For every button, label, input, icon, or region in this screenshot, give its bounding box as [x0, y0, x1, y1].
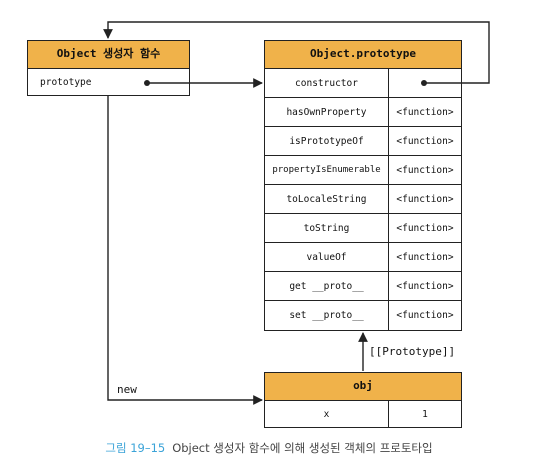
- prototype-row-key: isPrototypeOf: [265, 127, 389, 155]
- prototype-row-constructor: constructor: [265, 69, 461, 98]
- obj-row-key: x: [265, 401, 389, 427]
- object-prototype-box: Object.prototype constructor hasOwnPrope…: [264, 40, 462, 331]
- obj-box-title: obj: [265, 373, 461, 401]
- prototype-row-key: toString: [265, 214, 389, 242]
- prototype-row-key: valueOf: [265, 243, 389, 271]
- prototype-row-key: constructor: [265, 69, 389, 97]
- prototype-row-value: <function>: [396, 222, 454, 234]
- figure-caption: 그림 19–15 Object 생성자 함수에 의해 생성된 객체의 프로토타입: [0, 440, 538, 456]
- prototype-link-label: [[Prototype]]: [369, 345, 456, 358]
- obj-row-value: 1: [422, 408, 428, 420]
- prototype-row-value: <function>: [396, 135, 454, 147]
- prototype-row-set-proto: set __proto__ <function>: [265, 301, 461, 330]
- figure-caption-text: Object 생성자 함수에 의해 생성된 객체의 프로토타입: [172, 441, 433, 455]
- obj-rows: x 1: [265, 401, 461, 427]
- constructor-prototype-property: prototype: [40, 76, 92, 88]
- new-label: new: [117, 383, 137, 396]
- obj-box: obj x 1: [264, 372, 462, 428]
- prototype-row-get-proto: get __proto__ <function>: [265, 272, 461, 301]
- prototype-row-key: toLocaleString: [265, 185, 389, 213]
- prototype-row-value: <function>: [396, 310, 454, 321]
- constructor-box-title: Object 생성자 함수: [28, 41, 189, 69]
- prototype-row-value: <function>: [396, 164, 454, 176]
- prototype-row-value: <function>: [396, 251, 454, 263]
- prototype-row-value: <function>: [396, 193, 454, 205]
- object-prototype-rows: constructor hasOwnProperty <function> is…: [265, 69, 461, 330]
- prototype-row-key: propertyIsEnumerable: [265, 156, 389, 184]
- prototype-row-valueof: valueOf <function>: [265, 243, 461, 272]
- prototype-row-isprototypeof: isPrototypeOf <function>: [265, 127, 461, 156]
- obj-row-x: x 1: [265, 401, 461, 427]
- prototype-row-tostring: toString <function>: [265, 214, 461, 243]
- figure-number: 그림 19–15: [105, 441, 166, 455]
- prototype-row-value: <function>: [396, 280, 454, 292]
- prototype-row-key: set __proto__: [265, 301, 389, 330]
- prototype-row-value: <function>: [396, 106, 454, 118]
- prototype-row-propertyisenumerable: propertyIsEnumerable <function>: [265, 156, 461, 185]
- prototype-row-tolocalestring: toLocaleString <function>: [265, 185, 461, 214]
- prototype-row-hasownproperty: hasOwnProperty <function>: [265, 98, 461, 127]
- prototype-property-arrow: [144, 78, 263, 88]
- constructor-back-arrow: [103, 21, 490, 86]
- prototype-row-key: hasOwnProperty: [265, 98, 389, 126]
- constructor-box: Object 생성자 함수 prototype: [27, 40, 190, 96]
- object-prototype-title: Object.prototype: [265, 41, 461, 69]
- new-arrow: [107, 96, 263, 405]
- prototype-row-key: get __proto__: [265, 272, 389, 300]
